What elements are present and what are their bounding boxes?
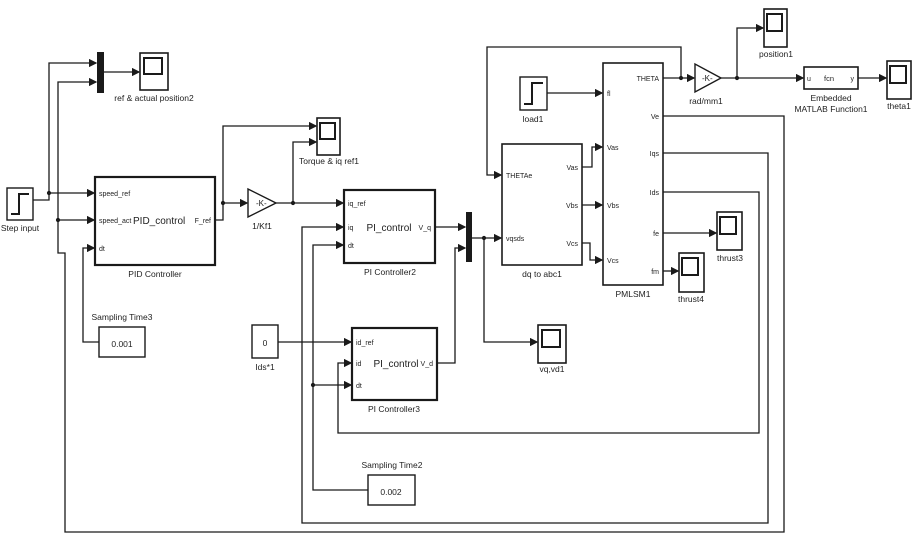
wire-step-to-mux <box>33 58 98 201</box>
port-thetae: THETAe <box>506 173 532 180</box>
port-dt: dt <box>99 246 105 253</box>
port-vas-out: Vas <box>566 165 578 172</box>
ids-constant-block[interactable]: 0 Ids*1 <box>251 324 279 372</box>
port-speed-ref: speed_ref <box>99 191 130 198</box>
port-fm-out: fm <box>651 269 659 276</box>
port-vcs-out: Vcs <box>566 241 578 248</box>
dq-caption: dq to abc1 <box>522 269 562 279</box>
port-vcs-in: Vcs <box>607 258 619 265</box>
wire-gain-to-scope <box>292 137 318 203</box>
port-fe-out: fe <box>653 231 659 238</box>
step-waveform-icon <box>11 193 29 215</box>
wire-vcs <box>582 242 604 265</box>
gain-radmm-block[interactable]: -K- rad/mm1 <box>689 62 723 106</box>
port-iq: iq <box>348 225 354 232</box>
pi3-caption: PI Controller3 <box>368 404 420 414</box>
sampling-time2-caption: Sampling Time2 <box>362 460 423 470</box>
wire-ids-feedback <box>337 191 760 434</box>
wire-vd-to-mux <box>437 243 467 364</box>
wire-fref-to-scope <box>215 121 318 221</box>
pid-center-label: PID_control <box>133 216 185 227</box>
port-dt: dt <box>356 383 362 390</box>
ids-constant-caption: Ids*1 <box>255 362 275 372</box>
port-id: id <box>356 361 362 368</box>
mux-position-signals[interactable] <box>97 52 104 93</box>
port-vbs-in: Vbs <box>607 203 620 210</box>
wire-st3-to-dt <box>82 243 99 343</box>
emf-caption-line1: Embedded <box>810 93 851 103</box>
port-vas-in: Vas <box>607 145 619 152</box>
port-v-q: V_q <box>419 225 432 232</box>
port-ids-out: Ids <box>650 190 660 197</box>
scope-caption: thrust3 <box>717 253 743 263</box>
step-input-block[interactable]: Step input <box>1 187 40 233</box>
pid-caption: PID Controller <box>128 269 182 279</box>
port-y: y <box>851 76 855 83</box>
load1-caption: load1 <box>523 114 544 124</box>
scope-torque-iq-ref[interactable]: Torque & iq ref1 <box>299 117 359 166</box>
wire-st2-to-dt2 <box>312 240 368 491</box>
wire-gain2-to-position1 <box>736 23 765 78</box>
wire-theta-feedback <box>486 46 682 180</box>
pmlsm-caption: PMLSM1 <box>616 289 651 299</box>
scope-caption: vq,vd1 <box>539 364 564 374</box>
port-iqs-out: Iqs <box>650 151 660 158</box>
port-vbs-out: Vbs <box>566 203 579 210</box>
fcn-label: fcn <box>824 74 834 83</box>
mux-vq-vd[interactable] <box>466 212 472 262</box>
dq-to-abc-block[interactable]: THETAe vqsds Vas Vbs Vcs dq to abc1 <box>501 143 583 279</box>
step-input-caption: Step input <box>1 223 40 233</box>
scope-caption: Torque & iq ref1 <box>299 156 359 166</box>
gain-label: -K- <box>256 199 267 208</box>
scope-ref-actual-position[interactable]: ref & actual position2 <box>114 52 194 103</box>
pi3-center-label: PI_control <box>373 359 418 370</box>
gain-1kf1-caption: 1/Kf1 <box>252 221 272 231</box>
wire-mux2-to-scope <box>483 238 539 347</box>
pid-controller-block[interactable]: speed_ref speed_act dt PID_control F_ref… <box>93 175 217 279</box>
scope-caption: thrust4 <box>678 294 704 304</box>
gain-1kf1-block[interactable]: -K- 1/Kf1 <box>247 187 278 231</box>
pi2-center-label: PI_control <box>366 223 411 234</box>
port-iq-ref: iq_ref <box>348 201 366 208</box>
sampling-time2-block[interactable]: Sampling Time2 0.002 <box>362 460 423 506</box>
port-vqsds: vqsds <box>506 236 525 243</box>
scope-theta1[interactable]: theta1 <box>886 60 912 111</box>
port-f-ref: F_ref <box>195 218 211 225</box>
emf-caption-line2: MATLAB Function1 <box>794 104 867 114</box>
junction-dots <box>46 75 740 388</box>
port-id-ref: id_ref <box>356 340 374 347</box>
pi-controller2-block[interactable]: iq_ref iq dt PI_control V_q PI Controlle… <box>342 188 437 277</box>
gain-radmm-caption: rad/mm1 <box>689 96 723 106</box>
pi2-caption: PI Controller2 <box>364 267 416 277</box>
load1-block[interactable]: load1 <box>519 76 548 124</box>
port-v-d: V_d <box>421 361 434 368</box>
scope-caption: theta1 <box>887 101 911 111</box>
wire-vas <box>582 142 604 168</box>
pi-controller3-block[interactable]: id_ref id dt PI_control V_d PI Controlle… <box>350 326 439 414</box>
port-speed-act: speed_act <box>99 218 131 225</box>
scope-vq-vd[interactable]: vq,vd1 <box>537 324 567 374</box>
sampling-time3-block[interactable]: Sampling Time3 0.001 <box>92 312 153 358</box>
wire-iqs-feedback <box>301 152 769 524</box>
port-theta-out: THETA <box>637 76 660 83</box>
scope-thrust3[interactable]: thrust3 <box>716 211 743 263</box>
wire-ve-feedback <box>57 77 785 533</box>
port-dt: dt <box>348 243 354 250</box>
port-ve-out: Ve <box>651 114 659 121</box>
port-fl: fl <box>607 91 611 98</box>
scope-position1[interactable]: position1 <box>759 8 793 59</box>
scope-caption: position1 <box>759 49 793 59</box>
sampling-time3-caption: Sampling Time3 <box>92 312 153 322</box>
ids-constant-value: 0 <box>263 338 268 348</box>
embedded-matlab-block[interactable]: u fcn y Embedded MATLAB Function1 <box>794 66 868 114</box>
pmlsm-block[interactable]: fl Vas Vbs Vcs THETA Ve Iqs Ids fe fm PM… <box>602 62 664 299</box>
scope-caption: ref & actual position2 <box>114 93 194 103</box>
sampling-time3-value: 0.001 <box>111 339 133 349</box>
port-u: u <box>807 76 811 83</box>
scope-thrust4[interactable]: thrust4 <box>678 252 705 304</box>
gain-label: -K- <box>702 74 713 83</box>
step-waveform-icon <box>524 82 543 105</box>
sampling-time2-value: 0.002 <box>380 487 402 497</box>
